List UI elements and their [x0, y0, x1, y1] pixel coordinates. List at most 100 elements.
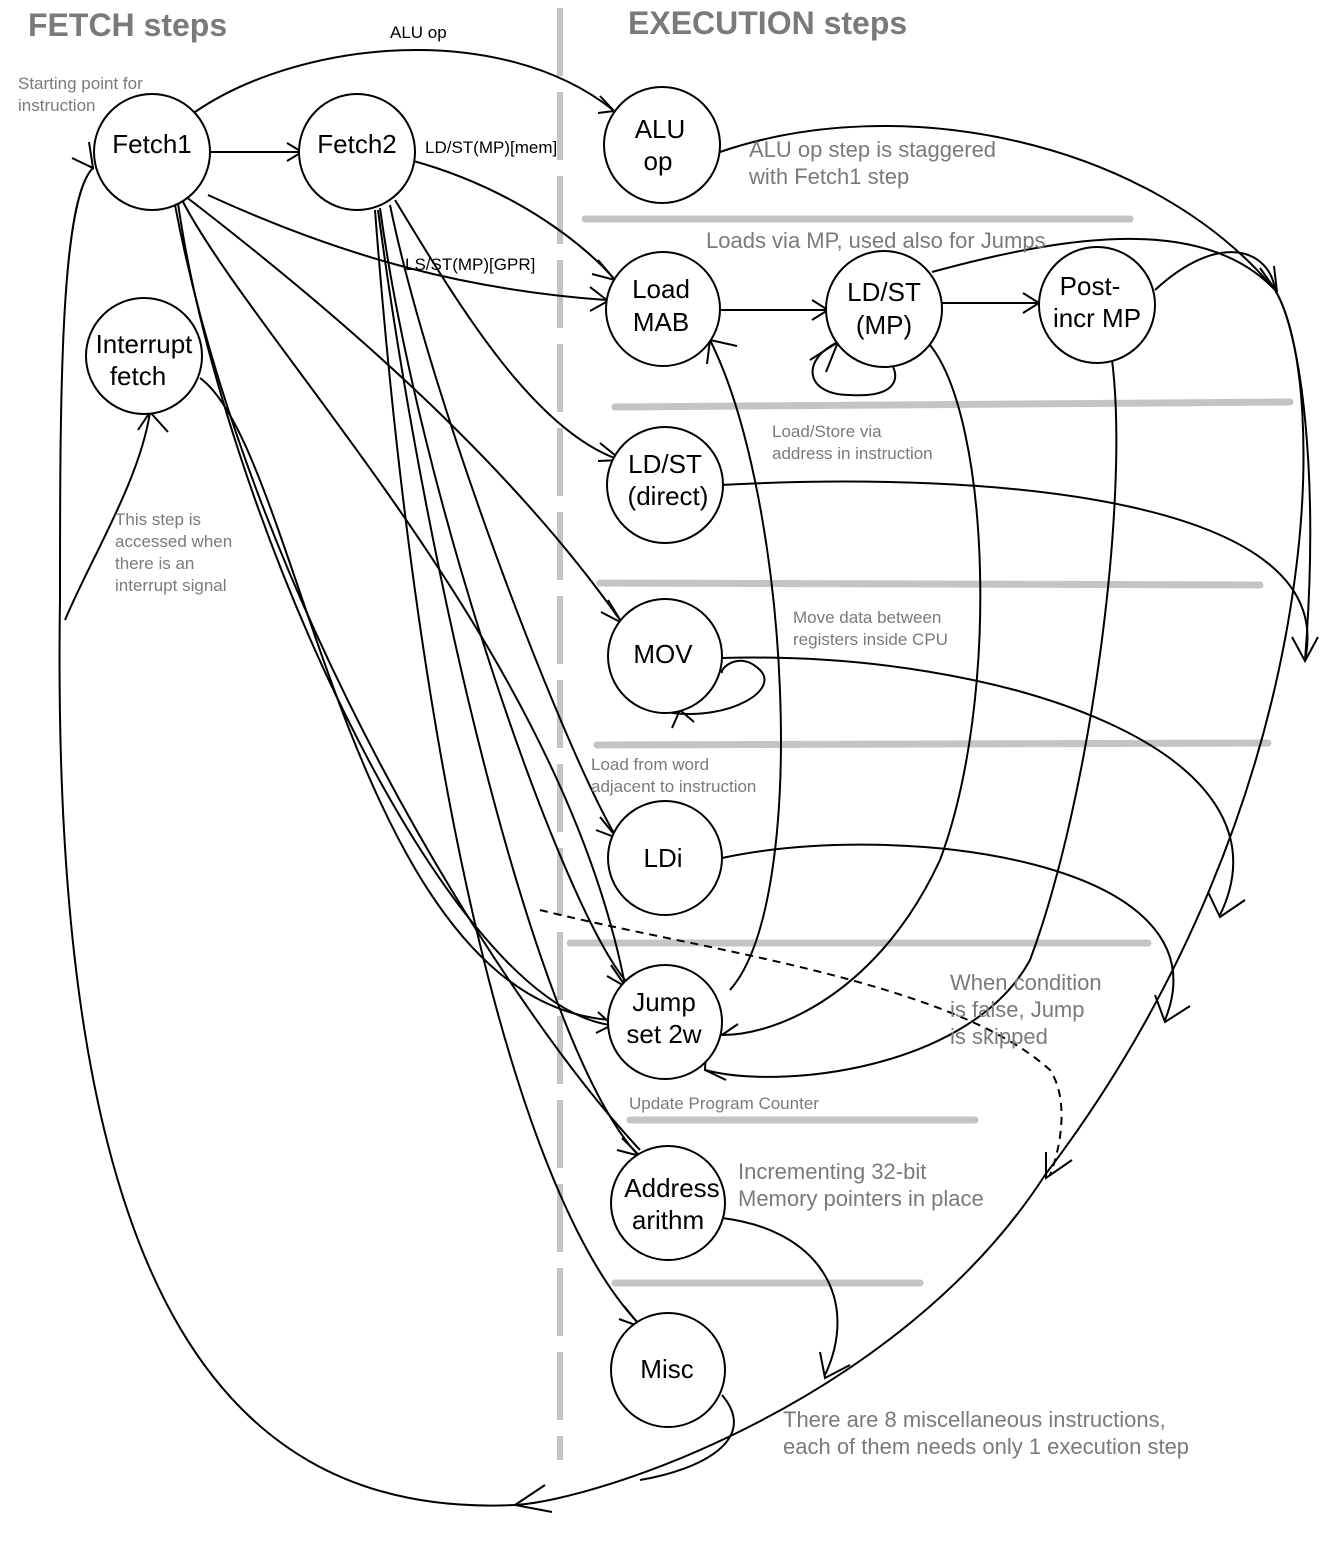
- edge-alu-return: [719, 125, 1312, 661]
- arrowhead: [1291, 636, 1319, 664]
- edge-fetch2-misc: [374, 209, 641, 1326]
- edge-post-incr-jump: [704, 359, 1118, 1078]
- edge-ldst-mp-return: [931, 237, 1276, 291]
- note-line: There are 8 miscellaneous instructions,: [783, 1407, 1166, 1432]
- note-interrupt-access: This step is accessed when there is an i…: [115, 510, 232, 595]
- load-mab-node: [605, 251, 721, 367]
- interrupt-fetch-node-line: fetch: [110, 361, 166, 391]
- note-line: Starting point for: [18, 74, 143, 93]
- edge-mov-return: [721, 656, 1235, 916]
- alu-op-node-line: ALU: [635, 114, 686, 144]
- edge-return-to-fetch1: [58, 599, 516, 1507]
- note-line: ALU op step is staggered: [749, 137, 996, 162]
- note-starting-point: Starting point for instruction: [18, 74, 143, 115]
- note-load-from-word: Load from word adjacent to instruction: [591, 755, 756, 796]
- note-line: Load/Store via: [772, 422, 882, 441]
- edge-return-enter-fetch1: [59, 167, 94, 601]
- interrupt-fetch-node: [85, 297, 203, 415]
- edge-fetch1-mov: [184, 195, 621, 621]
- post-incr-mp-node-line: Post-: [1060, 271, 1121, 301]
- edge-ldi-return: [721, 843, 1175, 1021]
- post-incr-mp-node-label: Post- incr MP: [1053, 271, 1141, 333]
- note-line: Loads via MP, used also for Jumps: [706, 228, 1046, 253]
- note-condition-false: When condition is false, Jump is skipped: [950, 970, 1102, 1049]
- edge-label-alu-op: ALU op: [390, 23, 447, 42]
- edge-ldst-direct-return: [719, 480, 1309, 661]
- note-line: When condition: [950, 970, 1102, 995]
- edge-fetch1-jump: [181, 199, 626, 986]
- edge-label-ldst-mp-mem: LD/ST(MP)[mem]: [425, 138, 557, 157]
- arrowhead: [1259, 265, 1278, 293]
- ldst-direct-node: [606, 426, 724, 544]
- misc-node-line: Misc: [640, 1354, 693, 1384]
- interrupt-fetch-node-line: Interrupt: [96, 329, 194, 359]
- edge-fetch1-alu: [194, 49, 614, 113]
- edge-to-interrupt-fetch: [64, 411, 151, 621]
- edge-jump-skipped-dashed: [539, 909, 1063, 1176]
- arrowhead: [1154, 994, 1191, 1024]
- arrowhead: [1045, 1152, 1073, 1180]
- arrowhead: [600, 599, 625, 626]
- alu-op-node-line: op: [644, 146, 673, 176]
- nodes: Fetch1 Fetch2 Interrupt fetch ALU op Loa…: [85, 86, 1156, 1428]
- edge-fetch2-address: [377, 209, 639, 1156]
- address-arith-node-line: Address: [624, 1173, 719, 1203]
- arrowhead: [1207, 891, 1246, 919]
- edge-interrupt-fetch-jump: [199, 377, 611, 1021]
- note-line: Update Program Counter: [629, 1094, 819, 1113]
- note-line: Memory pointers in place: [738, 1186, 984, 1211]
- mov-node: [607, 598, 723, 714]
- ldi-node-label: LDi: [643, 843, 682, 873]
- note-line: registers inside CPU: [793, 630, 948, 649]
- edge-return-bus: [514, 289, 1305, 1506]
- ldst-mp-node-line: (MP): [856, 310, 912, 340]
- edge-fetch1-load-mab: [207, 194, 607, 301]
- interrupt-fetch-node-label: Interrupt fetch: [96, 329, 194, 391]
- ldst-direct-node-line: LD/ST: [628, 449, 702, 479]
- ldst-direct-node-label: LD/ST (direct): [628, 449, 709, 511]
- note-line: each of them needs only 1 execution step: [783, 1434, 1189, 1459]
- edge-fetch2-ldi: [389, 204, 616, 836]
- mov-node-line: MOV: [633, 639, 693, 669]
- note-line: adjacent to instruction: [591, 777, 756, 796]
- note-line: accessed when: [115, 532, 232, 551]
- mov-node-label: MOV: [633, 639, 693, 669]
- note-line: with Fetch1 step: [748, 164, 909, 189]
- note-misc-instructions: There are 8 miscellaneous instructions, …: [783, 1407, 1189, 1459]
- alu-op-node-label: ALU op: [635, 114, 686, 176]
- note-load-store-direct: Load/Store via address in instruction: [772, 422, 933, 463]
- edge-mov-self-loop: [671, 659, 766, 715]
- note-line: interrupt signal: [115, 576, 227, 595]
- alu-op-node: [603, 86, 721, 204]
- note-update-pc: Update Program Counter: [629, 1094, 819, 1113]
- note-line: This step is: [115, 510, 201, 529]
- edge-post-incr-return: [1154, 251, 1276, 291]
- edge-fetch2-ldst-direct: [394, 199, 621, 461]
- jump-set-2w-node-label: Jump set 2w: [626, 987, 701, 1049]
- arrowhead: [512, 1484, 553, 1513]
- address-arith-node: [610, 1145, 726, 1261]
- fetch2-node-line: Fetch2: [317, 129, 397, 159]
- edge-ldst-mp-self-loop: [811, 341, 897, 397]
- fetch1-node-label: Fetch1: [112, 129, 192, 159]
- edge-label-ls-st-mp-gpr: LS/ST(MP)[GPR]: [405, 255, 535, 274]
- jump-set-2w-node-line: set 2w: [626, 1019, 701, 1049]
- edge-labels: ALU op LD/ST(MP)[mem] LS/ST(MP)[GPR]: [390, 23, 557, 274]
- ldst-mp-node-label: LD/ST (MP): [847, 277, 921, 340]
- note-line: is false, Jump: [950, 997, 1085, 1022]
- note-line: Move data between: [793, 608, 941, 627]
- edge-address-return: [721, 1217, 839, 1376]
- note-line: Load from word: [591, 755, 709, 774]
- section-separators: [566, 215, 1294, 1287]
- note-line: instruction: [18, 96, 95, 115]
- fetch2-node-label: Fetch2: [317, 129, 397, 159]
- edge-ldst-mp-jump: [721, 344, 982, 1036]
- annotations: Starting point for instruction This step…: [18, 74, 1189, 1459]
- note-line: address in instruction: [772, 444, 933, 463]
- note-line: there is an: [115, 554, 194, 573]
- separator-ldst-mp: [611, 398, 1294, 411]
- jump-set-2w-node: [607, 964, 723, 1080]
- arrowhead: [71, 141, 95, 170]
- note-loads-via-mp: Loads via MP, used also for Jumps: [706, 228, 1046, 253]
